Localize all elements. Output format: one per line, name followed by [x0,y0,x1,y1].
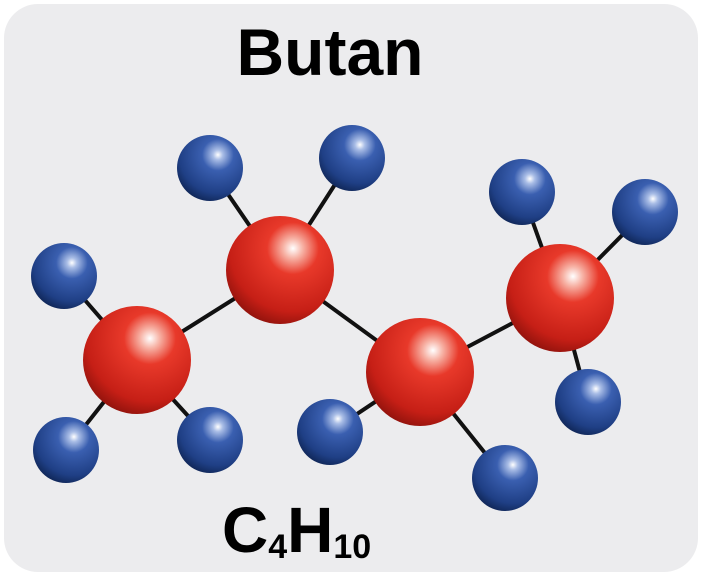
hydrogen-atom [177,135,243,201]
hydrogen-atom [489,159,555,225]
hydrogen-atom [555,369,621,435]
carbon-atoms [83,216,614,426]
hydrogen-atoms [31,125,678,511]
carbon-symbol: C [222,494,269,566]
hydrogen-atom [31,243,97,309]
carbon-atom [83,306,191,414]
hydrogen-atom [472,445,538,511]
chemical-formula: C4H10 [222,490,482,570]
hydrogen-atom [612,179,678,245]
hydrogen-symbol: H [287,494,334,566]
hydrogen-atom [319,125,385,191]
hydrogen-atom [297,399,363,465]
carbon-atom [366,318,474,426]
carbon-count: 4 [268,528,288,566]
carbon-atom [506,244,614,352]
hydrogen-atom [177,407,243,473]
hydrogen-count: 10 [333,528,372,566]
molecule-title: Butan [236,15,424,89]
carbon-atom [226,216,334,324]
hydrogen-atom [33,417,99,483]
